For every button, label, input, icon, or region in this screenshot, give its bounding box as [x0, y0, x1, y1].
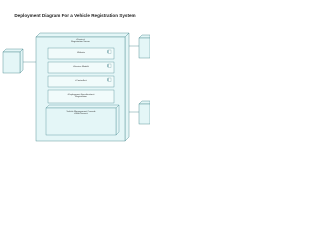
right-node-top: [138, 34, 150, 59]
component-icons: [107, 49, 112, 82]
components: [47, 47, 115, 104]
lower-node-sublabel: «Web Server»: [74, 113, 88, 116]
right-node-bottom-top-face: [138, 100, 150, 105]
diagram-title: Deployment Diagram For a Vehicle Registr…: [14, 13, 136, 18]
left-node-side-face: [19, 48, 24, 74]
deployment-diagram: [2, 32, 150, 142]
right-node-top-front-face: [138, 37, 150, 59]
component-service-model-label: «Service Model»: [72, 66, 90, 69]
lower-node-front-face: [45, 107, 117, 136]
lower-node-side-face: [115, 104, 120, 136]
left-node: [2, 48, 24, 74]
lower-node-label: Vehicle Management Console: [66, 110, 96, 113]
component-controller: [47, 75, 115, 88]
left-node-front-face: [2, 51, 21, 74]
right-node-bottom-front-face: [138, 103, 150, 125]
component-service-model: [47, 61, 115, 74]
component-icon: [107, 77, 112, 82]
right-node-bottom: [138, 100, 150, 125]
right-node-top-top-face: [138, 34, 150, 39]
server-node-label: Registration Server: [71, 41, 90, 44]
component-deployment-spec-label: «Deployment Specification»: [67, 93, 95, 96]
component-deployment-spec-sublabel: Registration: [75, 96, 87, 99]
left-node-top-face: [2, 48, 24, 53]
server-node-side-face: [124, 32, 130, 142]
component-deployment-spec: [47, 89, 115, 104]
lower-node-top-face: [45, 104, 120, 109]
lower-node: [45, 104, 120, 136]
component-icon: [107, 63, 112, 68]
component-icon: [107, 49, 112, 54]
server-node-header: «Device»: [75, 38, 86, 41]
component-website-label: Website: [77, 52, 85, 55]
server-node-top-face: [35, 32, 130, 38]
component-website: [47, 47, 115, 60]
component-controller-label: «Controller»: [75, 80, 87, 83]
